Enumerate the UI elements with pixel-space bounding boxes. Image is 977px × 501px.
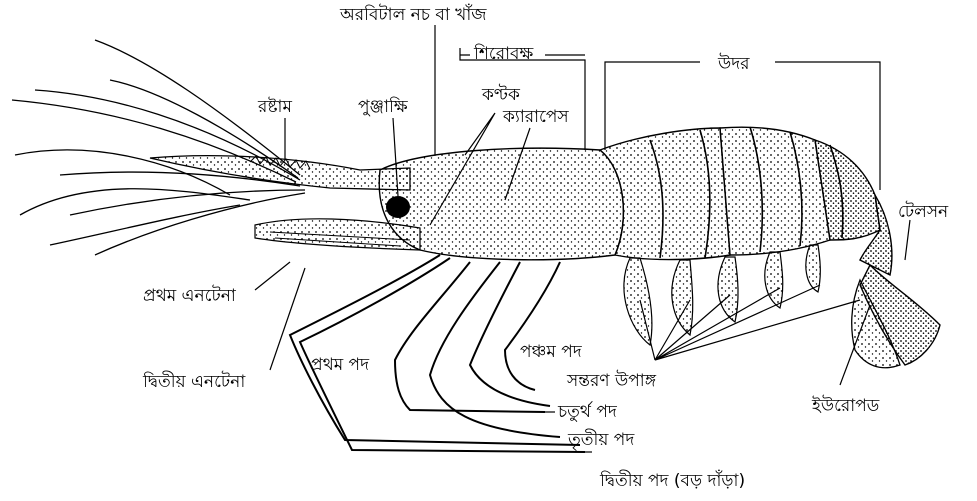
label-fifth-leg: পঞ্চম পদ: [520, 342, 583, 362]
rostrum-shape: [150, 156, 410, 190]
label-fourth-leg: চতুর্থ পদ: [557, 401, 618, 422]
label-second-antenna: দ্বিতীয় এনটেনা: [142, 371, 246, 392]
label-orbital-notch: অরবিটাল নচ বা খাঁজ: [339, 4, 487, 25]
label-third-leg: তৃতীয় পদ: [567, 429, 635, 450]
compound-eye: [386, 196, 410, 218]
label-second-leg: দ্বিতীয় পদ (বড় দাঁড়া): [599, 470, 745, 491]
label-rostrum: রষ্টাম: [257, 96, 292, 117]
label-cephalothorax: শিরোবক্ষ: [473, 43, 533, 64]
label-first-leg: প্রথম পদ: [310, 355, 370, 375]
label-first-antenna: প্রথম এনটেনা: [143, 285, 237, 306]
label-uropod: ইউরোপড: [811, 395, 880, 416]
label-spine: কণ্টক: [481, 84, 521, 105]
label-swimmerets: সন্তরণ উপাঙ্গ: [566, 370, 657, 391]
label-carapace: ক্যারাপেস: [502, 107, 569, 127]
label-compound-eye: পুঞ্জাক্ষি: [358, 96, 408, 117]
label-telson: টেলসন: [898, 201, 949, 222]
antennae-flagella: [12, 40, 305, 255]
label-abdomen: উদর: [717, 53, 750, 74]
abdomen-segments: [600, 127, 892, 275]
